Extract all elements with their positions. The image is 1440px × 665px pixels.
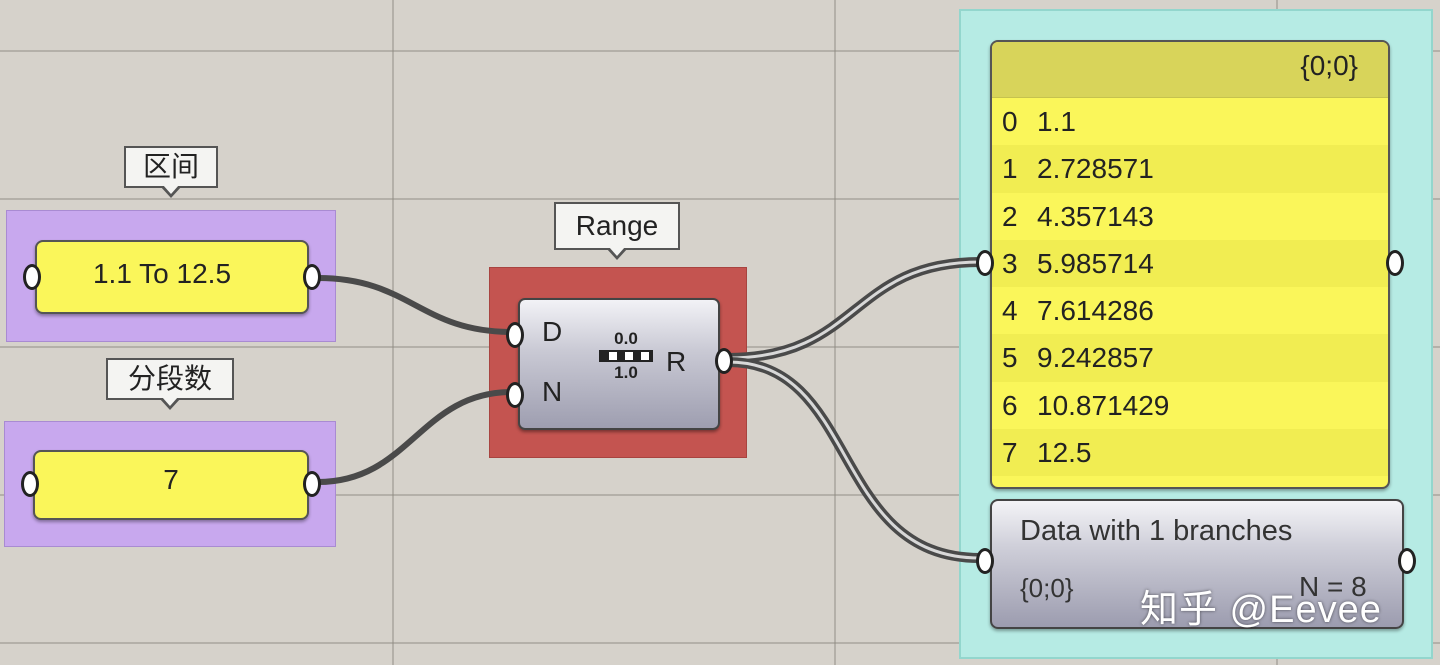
viewer-input-port[interactable] [976,548,994,574]
domain-input-port[interactable] [23,264,41,290]
domain-output-port[interactable] [303,264,321,290]
list-index: 1 [1002,153,1018,185]
list-item[interactable]: 3 5.985714 [992,239,1388,288]
param-viewer[interactable]: Data with 1 branches {0;0} N = 8 [990,499,1404,629]
list-index: 3 [1002,247,1018,279]
list-index: 0 [1002,106,1018,137]
list-value: 10.871429 [1037,389,1170,421]
viewer-count: N = 8 [1299,571,1367,602]
list-item[interactable]: 6 10.871429 [992,382,1388,429]
viewer-output-port[interactable] [1398,548,1416,574]
list-item[interactable]: 5 9.242857 [992,334,1388,382]
list-index: 5 [1002,342,1018,374]
list-index: 2 [1002,200,1018,232]
list-item[interactable]: 4 7.614286 [992,287,1388,334]
domain-value: 1.1 To 12.5 [92,258,232,289]
count-input-port[interactable] [21,471,39,497]
count-output-port[interactable] [303,471,321,497]
input-d-label[interactable]: D [542,316,563,347]
list-item[interactable]: 2 4.357143 [992,193,1388,240]
viewer-path: {0;0} [1020,573,1074,603]
list-index: 6 [1002,389,1018,421]
panel-input-port[interactable] [976,250,994,276]
list-value: 5.985714 [1037,247,1154,279]
range-icon-top: 0.0 [614,329,638,348]
panel-header: {0;0} [992,42,1388,98]
panel-branch: {0;0} [1300,50,1358,81]
list-index: 7 [1002,437,1018,469]
count-value: 7 [163,464,179,495]
list-value: 9.242857 [1037,342,1154,374]
range-component[interactable]: D N R 0.0 1.0 [518,298,720,430]
output-r-label[interactable]: R [666,346,687,377]
range-d-port[interactable] [506,322,524,348]
range-icon: 0.0 1.0 [598,330,654,390]
list-value: 1.1 [1037,106,1076,137]
list-index: 4 [1002,295,1018,327]
viewer-title: Data with 1 branches [1020,515,1293,547]
list-value: 12.5 [1037,437,1092,469]
panel-output-port[interactable] [1386,250,1404,276]
list-item[interactable]: 1 2.728571 [992,145,1388,193]
watermark: 知乎 @Eevee [1140,589,1382,631]
range-r-port[interactable] [715,348,733,374]
count-panel[interactable]: 7 [33,450,309,520]
domain-panel[interactable]: 1.1 To 12.5 [35,240,309,314]
range-icon-bottom: 1.0 [614,363,638,382]
tag-domain: 区间 [124,146,218,198]
list-value: 4.357143 [1037,200,1154,232]
input-n-label[interactable]: N [542,376,563,407]
list-value: 2.728571 [1037,153,1154,185]
tag-count: 分段数 [106,358,234,410]
tag-range: Range [554,202,680,260]
range-icon-bar [599,350,653,362]
range-n-port[interactable] [506,382,524,408]
list-value: 7.614286 [1037,295,1154,327]
